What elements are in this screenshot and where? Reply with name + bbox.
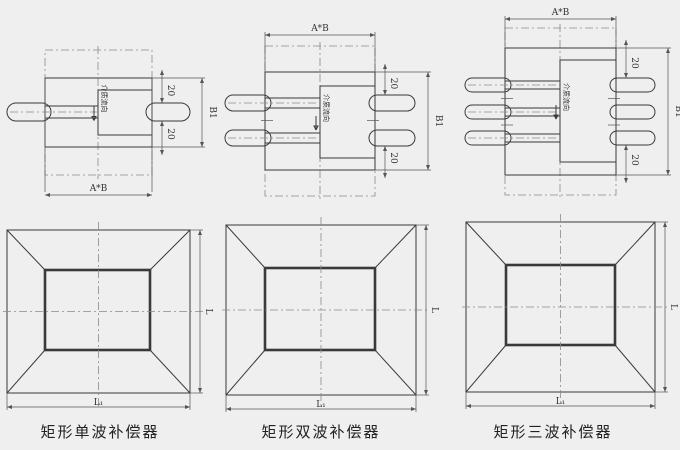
width-dimension-label: A*B [551, 8, 570, 18]
drawing-line [149, 349, 191, 394]
wave-convolution-right [368, 129, 416, 147]
end-view-1: L L₁ 矩形单波补偿器 [3, 222, 213, 441]
width-dimension-label: A*B [89, 184, 108, 194]
wave-convolution-right [609, 77, 656, 93]
end-view-2: L L₁ 矩形双波补偿器 [222, 217, 439, 441]
drawing-line [6, 349, 46, 394]
length1-dimension-label: L₁ [316, 400, 326, 410]
side-view-2: 介质流向 A*B B1 20 20 [224, 24, 443, 200]
drawing-line [374, 349, 417, 396]
drawing-line [614, 344, 656, 393]
figure-title: 矩形单波补偿器 [40, 423, 159, 441]
length1-dimension-label: L₁ [94, 398, 104, 408]
drawing-line [225, 224, 266, 269]
wave-convolution-right [609, 104, 656, 120]
offset-dimension-label-top: 20 [165, 85, 175, 97]
height-dimension-label: B1 [207, 106, 217, 118]
offset-dimension-label-bottom: 20 [388, 152, 398, 164]
offset-dimension-label-bottom: 20 [629, 154, 639, 166]
flow-direction-label: 介质流向 [562, 83, 571, 111]
height-dimension-label: B1 [673, 105, 680, 117]
flow-arrow-icon [91, 106, 97, 121]
offset-dimension-label-bottom: 20 [165, 128, 175, 140]
inner-sleeve [559, 59, 617, 163]
height-dimension-label: B1 [433, 115, 443, 127]
flow-arrow-icon [553, 105, 559, 120]
width-dimension-label: A*B [310, 24, 329, 34]
drawing-line [614, 221, 656, 266]
length1-dimension-label: L₁ [556, 397, 566, 407]
length-dimension-label: L [429, 307, 439, 313]
wave-convolution-left [6, 102, 52, 122]
figure-title: 矩形双波补偿器 [261, 423, 380, 441]
offset-dimension-label-top: 20 [629, 57, 639, 69]
wave-convolution-right [609, 130, 656, 146]
drawing-line [465, 221, 507, 266]
flow-direction-label: 介质流向 [322, 94, 331, 122]
offset-dimension-label-top: 20 [388, 78, 398, 90]
drawing-line [149, 229, 191, 271]
end-view-3: L L₁ 矩形三波补偿器 [462, 214, 678, 441]
flow-arrow-icon [313, 116, 319, 131]
wave-convolution-right [368, 94, 416, 112]
wave-convolution-right [145, 102, 191, 122]
drawing-line [6, 229, 46, 271]
flow-direction-label: 介质流向 [100, 85, 109, 113]
drawing-line [374, 224, 417, 269]
figure-title: 矩形三波补偿器 [493, 423, 612, 441]
inner-opening [43, 268, 152, 352]
inner-sleeve [319, 85, 376, 159]
drawing-line [465, 344, 507, 393]
side-view-1: 介质流向 A*B B1 20 20 [6, 46, 217, 197]
inner-opening [263, 266, 377, 352]
side-view-3: 介质流向 A*B B1 20 20 [464, 8, 680, 199]
length-dimension-label: L [203, 309, 213, 315]
length-dimension-label: L [668, 304, 678, 310]
drawing-line [225, 349, 266, 396]
